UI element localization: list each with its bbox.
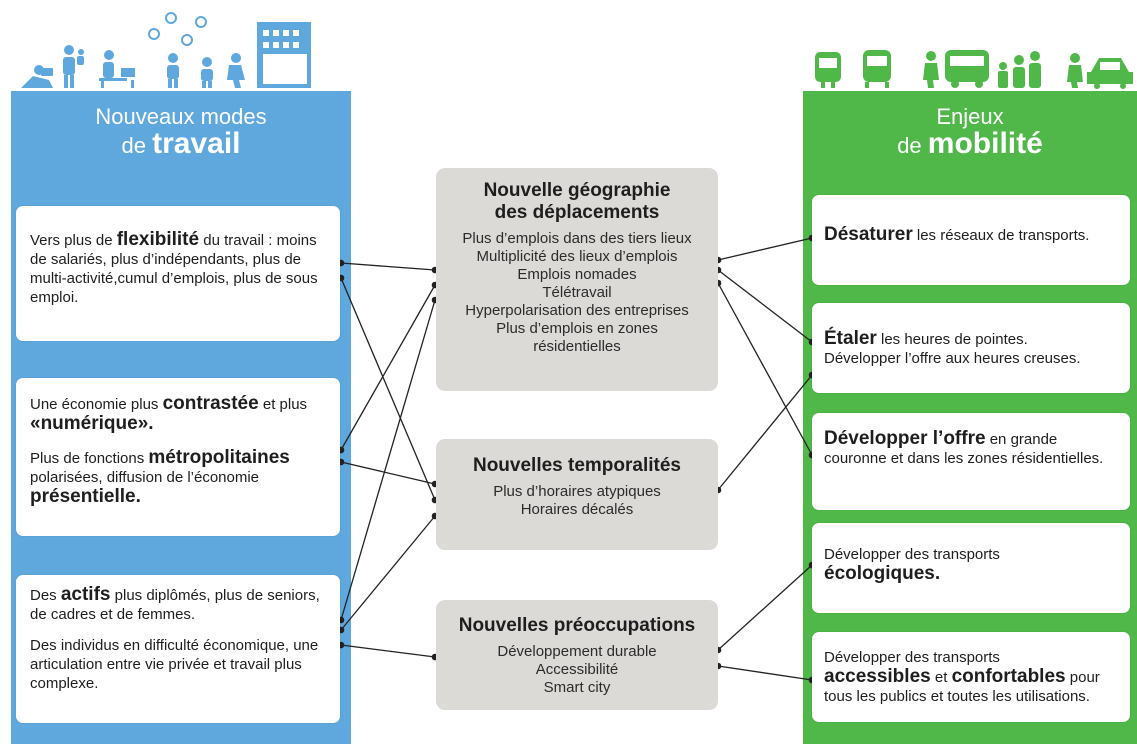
bold-span: accessibles (824, 666, 931, 687)
text-span: Des (30, 587, 61, 604)
middle-line: résidentielles (533, 338, 621, 355)
right-box-accessible: Développer des transports accessibles et… (812, 632, 1130, 722)
connector-line (717, 374, 813, 491)
middle-line: Emplois nomades (517, 266, 637, 283)
connector-line (717, 269, 813, 343)
middle-line: Multiplicité des lieux d’emplois (476, 248, 678, 265)
connector-line (340, 299, 436, 621)
transport-icon (815, 50, 1133, 89)
right-title-line1: Enjeux (936, 104, 1004, 129)
left-box-workforce: Des actifs plus diplômés, plus de senior… (16, 575, 340, 723)
connector-line (340, 284, 436, 451)
middle-box-3-title: Nouvelles préoccupations (458, 615, 696, 636)
connector-line (340, 515, 436, 631)
left-title-line2: de travail (11, 128, 351, 160)
text-span: Développer des transports (824, 546, 1000, 563)
bold-span: flexibilité (116, 229, 200, 250)
text-span: et plus (258, 396, 308, 413)
title-line: des déplacements (494, 202, 660, 223)
connector-line (717, 564, 813, 651)
text-span: pour tous les publics et toutes les util… (824, 669, 1100, 705)
left-box-2-text-a: Une économie plus contrastée et plus «nu… (16, 378, 340, 434)
text-span: du travail : moins de salariés, plus d’i… (30, 232, 318, 306)
bold-span: métropolitaines (148, 447, 290, 468)
right-box-ecological: Développer des transports écologiques. (812, 523, 1130, 613)
left-title-line1: Nouveaux modes (95, 104, 267, 129)
text-span: Plus de fonctions (30, 450, 149, 467)
middle-line: Développement durable (497, 643, 657, 660)
text-span: et (930, 669, 952, 686)
left-title-prefix: de (121, 133, 153, 159)
connector-line (717, 282, 813, 456)
right-title-bold: mobilité (927, 127, 1043, 161)
right-title-prefix: de (897, 133, 928, 159)
bold-span: présentielle. (30, 486, 141, 507)
connector-line (340, 262, 436, 271)
left-box-2-text-b: Plus de fonctions métropolitaines polari… (16, 434, 340, 507)
right-box-1-text: Désaturer les réseaux de transports. (812, 195, 1130, 245)
text-span: les heures de pointes. (876, 331, 1028, 348)
left-title-bold: travail (152, 127, 241, 161)
bold-span: contrastée (162, 393, 259, 414)
right-box-develop-offer: Développer l’offre en grande couronne et… (812, 413, 1130, 510)
bold-span: Développer l’offre (824, 428, 986, 449)
left-box-3-text-b: Des individus en difficulté économique, … (30, 637, 319, 692)
connector-line (340, 461, 436, 485)
right-box-spread-peaks: Étaler les heures de pointes. Développer … (812, 303, 1130, 393)
text-span: plus diplômés, plus de seniors, de cadre… (30, 587, 320, 623)
right-box-2-text: Étaler les heures de pointes. Développer … (812, 303, 1130, 368)
text-span: Développer l’offre aux heures creuses. (824, 350, 1081, 367)
middle-line: Horaires décalés (520, 501, 634, 518)
text-span: en grande couronne et dans les zones rés… (824, 431, 1104, 467)
right-column-title: Enjeux de mobilité (803, 105, 1137, 160)
bold-span: confortables (951, 666, 1066, 687)
bold-span: Étaler (824, 328, 877, 349)
text-span: Une économie plus (30, 396, 163, 413)
middle-line: Hyperpolarisation des entreprises (465, 302, 689, 319)
middle-box-temporalities: Nouvelles temporalités Plus d’horaires a… (436, 439, 718, 550)
right-box-3-text: Développer l’offre en grande couronne et… (812, 413, 1130, 468)
bold-span: actifs (60, 584, 111, 605)
text-span: Vers plus de (30, 232, 117, 249)
text-span: les réseaux de transports. (912, 227, 1090, 244)
middle-line: Plus d’emplois dans des tiers lieux (462, 230, 692, 247)
left-box-3-text-a: Des actifs plus diplômés, plus de senior… (16, 575, 340, 624)
middle-line: Télétravail (542, 284, 612, 301)
connector-line (717, 665, 813, 681)
middle-line: Smart city (543, 679, 611, 696)
bold-span: Désaturer (824, 224, 913, 245)
right-box-5-text: Développer des transports accessibles et… (812, 632, 1130, 706)
text-span: Développer des transports (824, 649, 1000, 666)
connector-line (717, 237, 813, 261)
work-people-icon (21, 12, 311, 88)
left-box-flexibility: Vers plus de flexibilité du travail : mo… (16, 206, 340, 341)
left-column-title: Nouveaux modes de travail (11, 105, 351, 160)
bold-span: écologiques. (824, 563, 941, 584)
connector-line (340, 644, 436, 658)
title-line: Nouvelle géographie (483, 180, 671, 201)
left-box-1-text: Vers plus de flexibilité du travail : mo… (16, 206, 340, 307)
text-span: polarisées, diffusion de l’économie (30, 469, 260, 486)
middle-box-concerns: Nouvelles préoccupations Développement d… (436, 600, 718, 710)
middle-line: Plus d’horaires atypiques (493, 483, 661, 500)
middle-line: Plus d’emplois en zones (496, 320, 658, 337)
middle-box-2-title: Nouvelles temporalités (472, 455, 682, 476)
left-box-economy: Une économie plus contrastée et plus «nu… (16, 378, 340, 536)
right-box-desaturate: Désaturer les réseaux de transports. (812, 195, 1130, 285)
bold-span: «numérique». (30, 413, 154, 434)
right-box-4-text: Développer des transports écologiques. (812, 523, 1130, 584)
connector-line (340, 277, 436, 501)
right-title-line2: de mobilité (803, 128, 1137, 160)
middle-line: Accessibilité (535, 661, 619, 678)
